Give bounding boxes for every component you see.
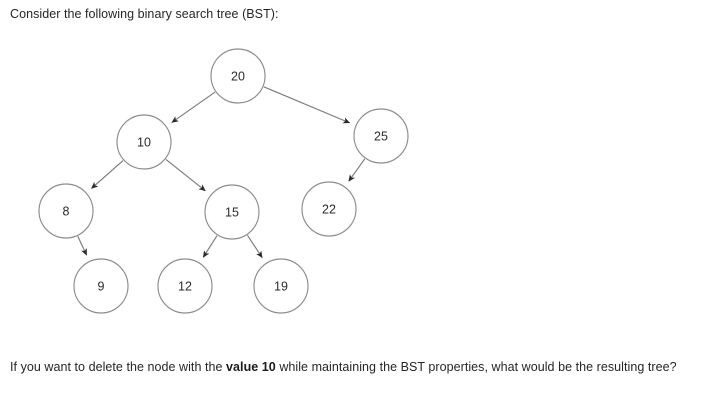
tree-node-9: 9 — [73, 258, 129, 314]
tree-node-label-22: 22 — [322, 203, 336, 217]
tree-node-circle-9 — [73, 258, 129, 314]
intro-instruction-text: Consider the following binary search tre… — [10, 7, 279, 21]
tree-node-label-25: 25 — [374, 130, 388, 144]
question-text: If you want to delete the node with the … — [10, 358, 682, 377]
tree-node-12: 12 — [157, 258, 213, 314]
tree-edge-15-left-12 — [202, 235, 218, 258]
bst-diagram: 20 10 25 8 15 22 9 12 19 — [38, 48, 409, 314]
tree-node-label-9: 9 — [98, 280, 105, 294]
tree-edge-10-left-8 — [91, 160, 124, 189]
tree-node-22: 22 — [301, 181, 357, 237]
tree-node-circle-22 — [301, 181, 357, 237]
tree-node-circle-12 — [157, 258, 213, 314]
question-emphasis: value 10 — [226, 360, 276, 374]
tree-node-label-8: 8 — [63, 205, 70, 219]
tree-node-25: 25 — [353, 108, 409, 164]
tree-node-8: 8 — [38, 183, 94, 239]
bst-nodes: 20 10 25 8 15 22 9 12 19 — [38, 48, 409, 314]
tree-edge-25-left-22 — [348, 158, 366, 182]
tree-node-label-12: 12 — [178, 280, 192, 294]
tree-node-15: 15 — [204, 184, 260, 240]
tree-edge-20-left-10 — [171, 91, 216, 123]
tree-node-circle-15 — [204, 184, 260, 240]
tree-node-20: 20 — [210, 48, 266, 104]
tree-edge-20-right-25 — [263, 86, 351, 124]
tree-node-10: 10 — [116, 114, 172, 170]
bst-edges — [77, 86, 366, 259]
tree-node-label-20: 20 — [231, 70, 245, 84]
tree-node-label-15: 15 — [225, 206, 239, 220]
tree-node-circle-19 — [253, 258, 309, 314]
tree-node-circle-10 — [116, 114, 172, 170]
tree-node-label-19: 19 — [274, 280, 288, 294]
tree-edge-10-right-15 — [165, 158, 206, 192]
tree-edge-15-right-19 — [246, 235, 263, 259]
tree-node-circle-8 — [38, 183, 94, 239]
tree-node-circle-20 — [210, 48, 266, 104]
tree-node-label-10: 10 — [137, 136, 151, 150]
question-prefix: If you want to delete the node with the — [10, 360, 227, 374]
question-suffix: while maintaining the BST properties, wh… — [275, 360, 677, 374]
tree-edge-8-right-9 — [77, 236, 88, 256]
tree-node-19: 19 — [253, 258, 309, 314]
tree-node-circle-25 — [353, 108, 409, 164]
